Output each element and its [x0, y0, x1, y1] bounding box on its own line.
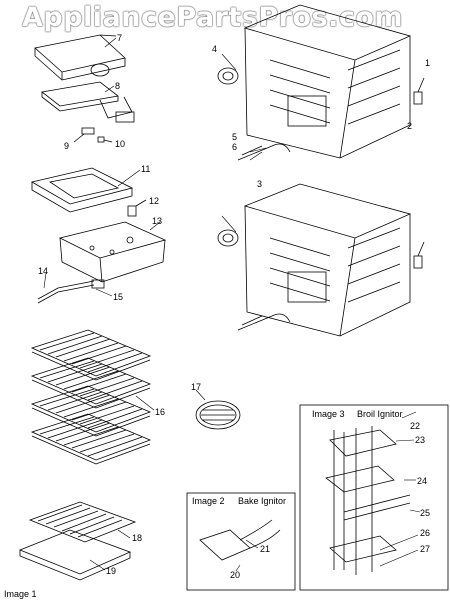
callout-26: 26 — [420, 528, 430, 538]
callout-20: 20 — [230, 570, 240, 580]
part-13-burner-box — [58, 221, 167, 283]
part-9-10-clip — [73, 127, 113, 143]
callout-23: 23 — [415, 435, 425, 445]
callout-8: 8 — [115, 81, 120, 91]
callout-1: 1 — [425, 58, 430, 68]
image-2-label: Image 2 — [192, 496, 225, 506]
part-18-19-broil-pan — [18, 501, 137, 581]
oven-cavity-lower — [243, 183, 412, 337]
callout-11: 11 — [141, 164, 150, 174]
callout-17: 17 — [191, 382, 201, 392]
callout-21: 21 — [260, 544, 270, 554]
callout-12: 12 — [149, 196, 159, 206]
part-8-broil-burner — [41, 81, 135, 123]
callout-14: 14 — [38, 266, 48, 276]
image-2-box — [186, 492, 296, 591]
callout-2: 2 — [407, 121, 412, 131]
part-12-bracket — [127, 199, 147, 217]
callout-4: 4 — [212, 44, 217, 54]
oven-cavity-upper — [243, 4, 412, 159]
callout-27: 27 — [420, 544, 430, 554]
callout-13: 13 — [152, 216, 162, 226]
callout-25: 25 — [420, 508, 430, 518]
callout-5: 5 — [232, 132, 237, 142]
part-7-broil-cover — [34, 34, 126, 81]
callout-7: 7 — [117, 33, 122, 43]
image-3-label: Image 3 — [312, 409, 345, 419]
callout-labels: 1 2 3 4 5 6 7 8 9 10 11 12 13 14 15 16 1… — [38, 33, 430, 580]
part-17-round-grill — [195, 400, 241, 430]
broil-ignitor-title: Broil Ignitor — [357, 409, 403, 419]
callout-16: 16 — [155, 407, 165, 417]
callout-24: 24 — [417, 476, 427, 486]
callout-9: 9 — [64, 141, 69, 151]
part-16-oven-racks — [30, 329, 152, 465]
part-1-2-hinge-upper — [413, 77, 425, 105]
part-5-6-sensor-upper — [237, 143, 291, 161]
callout-18: 18 — [132, 533, 142, 543]
callout-22: 22 — [410, 421, 420, 431]
part-4-knob-lower — [217, 229, 239, 247]
part-14-15-tube — [37, 279, 105, 304]
image-3-box — [299, 404, 449, 591]
callout-3: 3 — [257, 179, 262, 189]
part-1-2-hinge-lower — [413, 241, 425, 269]
part-11-tray — [30, 167, 134, 213]
callout-15: 15 — [113, 292, 123, 302]
image-1-label: Image 1 — [4, 589, 37, 599]
part-4-knob-upper — [217, 67, 239, 85]
bake-ignitor-title: Bake Ignitor — [238, 496, 287, 506]
leader-lines — [43, 37, 421, 572]
watermark-logo: AppliancePartsPros.com — [22, 2, 404, 33]
callout-19: 19 — [106, 566, 116, 576]
callout-10: 10 — [115, 139, 125, 149]
callout-6: 6 — [232, 142, 237, 152]
part-5-6-sensor-lower — [237, 313, 291, 331]
